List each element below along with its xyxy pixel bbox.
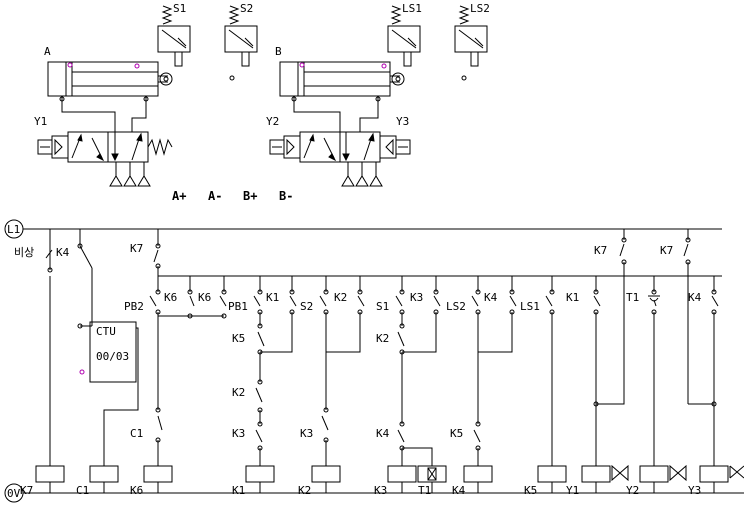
- coil-label-y1: Y1: [566, 484, 579, 497]
- contact-k3-b: K3: [300, 427, 313, 440]
- rung-emergency: 비상 K4: [14, 229, 93, 466]
- cylinder-b: B: [275, 45, 405, 102]
- cylinder-b-label: B: [275, 45, 282, 58]
- contact-k4-emg: K4: [56, 246, 70, 259]
- valve-a: Y1: [34, 115, 173, 187]
- contact-ls2: LS2: [446, 300, 466, 313]
- sensor-s1-label: S1: [173, 2, 186, 15]
- air-line-a2: [131, 100, 147, 132]
- contact-k4-b: K4: [484, 291, 498, 304]
- contact-k1-a: K1: [266, 291, 279, 304]
- valve-b: Y2 Y3: [266, 115, 411, 187]
- sequence-step-1: A+: [172, 189, 186, 203]
- rung-k3: S1 K3 K2 K4: [376, 276, 441, 466]
- sensor-ls2-label: LS2: [470, 2, 490, 15]
- coil-label-y3: Y3: [688, 484, 701, 497]
- contact-s1: S1: [376, 300, 389, 313]
- contact-s2: S2: [300, 300, 313, 313]
- emergency-label: 비상: [14, 246, 34, 259]
- sequence-step-3: B+: [243, 189, 257, 203]
- coil-label-y2: Y2: [626, 484, 639, 497]
- sensor-s2: S2: [224, 2, 258, 81]
- contact-k7-c: K7: [660, 244, 673, 257]
- coil-label-c1: C1: [76, 484, 89, 497]
- air-line-b2: [359, 100, 379, 132]
- rail-top: L1: [4, 219, 722, 239]
- sensor-ls2: LS2: [454, 2, 490, 81]
- contact-k2-a: K2: [232, 386, 245, 399]
- coil-label-k2: K2: [298, 484, 311, 497]
- contact-pb1: PB1: [228, 300, 248, 313]
- contact-k2-b: K2: [334, 291, 347, 304]
- sequence-step-4: B-: [279, 189, 293, 203]
- counter-preset: 00/03: [96, 350, 129, 363]
- rung-k5: LS1: [520, 276, 555, 466]
- cylinder-a-label: A: [44, 45, 51, 58]
- coil-label-k4: K4: [452, 484, 466, 497]
- coil-label-k5: K5: [524, 484, 537, 497]
- counter-type: CTU: [96, 325, 116, 338]
- contact-k6-b: K6: [198, 291, 211, 304]
- coil-label-k3: K3: [374, 484, 387, 497]
- coil-label-k1: K1: [232, 484, 245, 497]
- contact-k4-c: K4: [688, 291, 702, 304]
- solenoid-y2-label: Y2: [266, 115, 279, 128]
- contact-k2-c: K2: [376, 332, 389, 345]
- rung-k4: LS2 K4 K5: [446, 276, 517, 466]
- rung-k6: PB2 K6 C1 K6: [124, 276, 227, 466]
- rail-bottom: 0V: [4, 483, 744, 503]
- contact-k7-a: K7: [130, 242, 143, 255]
- air-line-a1: [61, 100, 116, 132]
- contact-k7-b: K7: [594, 244, 607, 257]
- air-line-b1: [293, 100, 341, 132]
- sequence-step-2: A-: [208, 189, 222, 203]
- cylinder-a: A: [44, 45, 173, 102]
- contact-k4-a: K4: [376, 427, 390, 440]
- contact-k3-a: K3: [232, 427, 245, 440]
- rail-bottom-label: 0V: [7, 487, 21, 500]
- solenoid-y3-label: Y3: [396, 115, 409, 128]
- contact-t1: T1: [626, 291, 639, 304]
- contact-k5-b: K5: [450, 427, 463, 440]
- solenoid-y1-label: Y1: [34, 115, 47, 128]
- contact-ls1: LS1: [520, 300, 540, 313]
- rung-y1: K1 K7: [566, 229, 627, 466]
- rung-k2: S2 K2 K3: [300, 276, 365, 466]
- contact-c1: C1: [130, 427, 143, 440]
- contact-k1-b: K1: [566, 291, 579, 304]
- contact-k3-c: K3: [410, 291, 423, 304]
- sensor-s1: S1: [157, 2, 191, 67]
- coil-label-k7: K7: [20, 484, 33, 497]
- rail-top-label: L1: [7, 223, 20, 236]
- coil-label-t1: T1: [418, 484, 431, 497]
- coil-row: [35, 464, 744, 493]
- contact-k6-a: K6: [164, 291, 177, 304]
- contact-k5-a: K5: [232, 332, 245, 345]
- coil-labels: K7 C1 K6 K1 K2 K3 T1 K4 K5 Y1 Y2 Y3: [20, 484, 701, 497]
- sensor-ls1-label: LS1: [402, 2, 422, 15]
- sequence: A+ A- B+ B-: [172, 189, 293, 203]
- rung-k7-main: K7: [130, 229, 161, 276]
- sensor-ls1: LS1: [387, 2, 422, 67]
- rung-k1: PB1 K1 K5 K2 K3: [228, 276, 297, 466]
- rung-y3: K7 K4: [660, 229, 719, 466]
- sensor-s2-label: S2: [240, 2, 253, 15]
- contact-pb2: PB2: [124, 300, 144, 313]
- coil-label-k6: K6: [130, 484, 143, 497]
- rung-y2: T1: [626, 276, 660, 466]
- counter-ctu: CTU 00/03: [79, 321, 139, 466]
